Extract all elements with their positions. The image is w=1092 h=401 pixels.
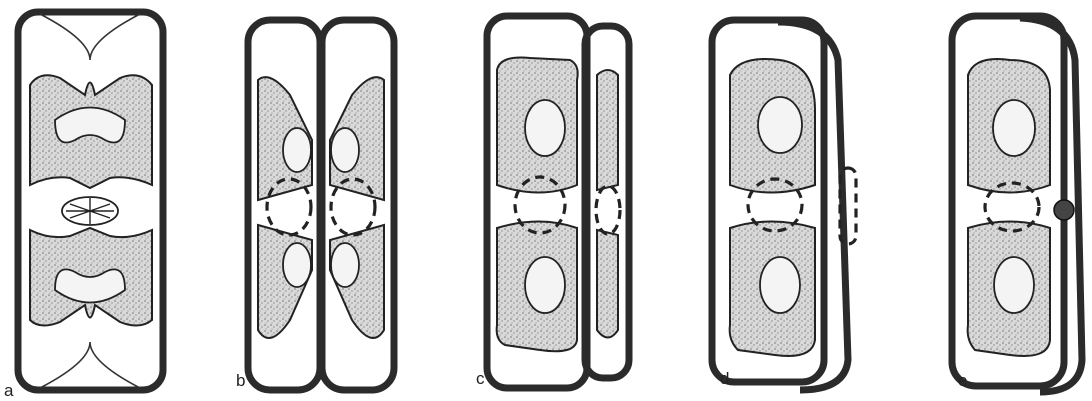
- nucleus-b-right-bottom: [331, 243, 359, 287]
- girdle-top-a: [40, 14, 140, 60]
- nucleus-c-bottom: [525, 257, 565, 313]
- panel-label-b: b: [236, 371, 245, 390]
- panel-c: c: [476, 16, 629, 388]
- panel-b: b: [236, 20, 394, 390]
- chloroplast-c-side-top: [597, 70, 618, 190]
- panel-e: e: [952, 16, 1082, 392]
- auxospore-body-e: [1054, 200, 1074, 220]
- panel-label-e: e: [958, 371, 967, 390]
- nucleus-c-top: [525, 100, 565, 156]
- girdle-bottom-a: [40, 342, 140, 388]
- chloroplast-c-side-bottom: [597, 230, 618, 338]
- panel-label-c: c: [476, 369, 485, 388]
- panel-label-d: d: [720, 369, 729, 388]
- panel-label-a: a: [4, 381, 14, 400]
- nucleus-d-top: [758, 97, 802, 153]
- mitotic-spindle-a: [62, 197, 118, 225]
- nucleus-d-bottom: [760, 257, 800, 313]
- dashed-circle-c-side: [596, 186, 620, 234]
- nucleus-b-right-top: [331, 128, 359, 172]
- cell-wall-b-right: [322, 20, 394, 390]
- nucleus-b-left-top: [283, 128, 311, 172]
- nucleus-b-left-bottom: [283, 243, 311, 287]
- panel-d: d: [712, 20, 856, 390]
- panel-a: a: [4, 12, 163, 400]
- cell-wall-b-left: [248, 20, 320, 390]
- nucleus-e-top: [993, 100, 1035, 156]
- nucleus-e-bottom: [994, 257, 1034, 313]
